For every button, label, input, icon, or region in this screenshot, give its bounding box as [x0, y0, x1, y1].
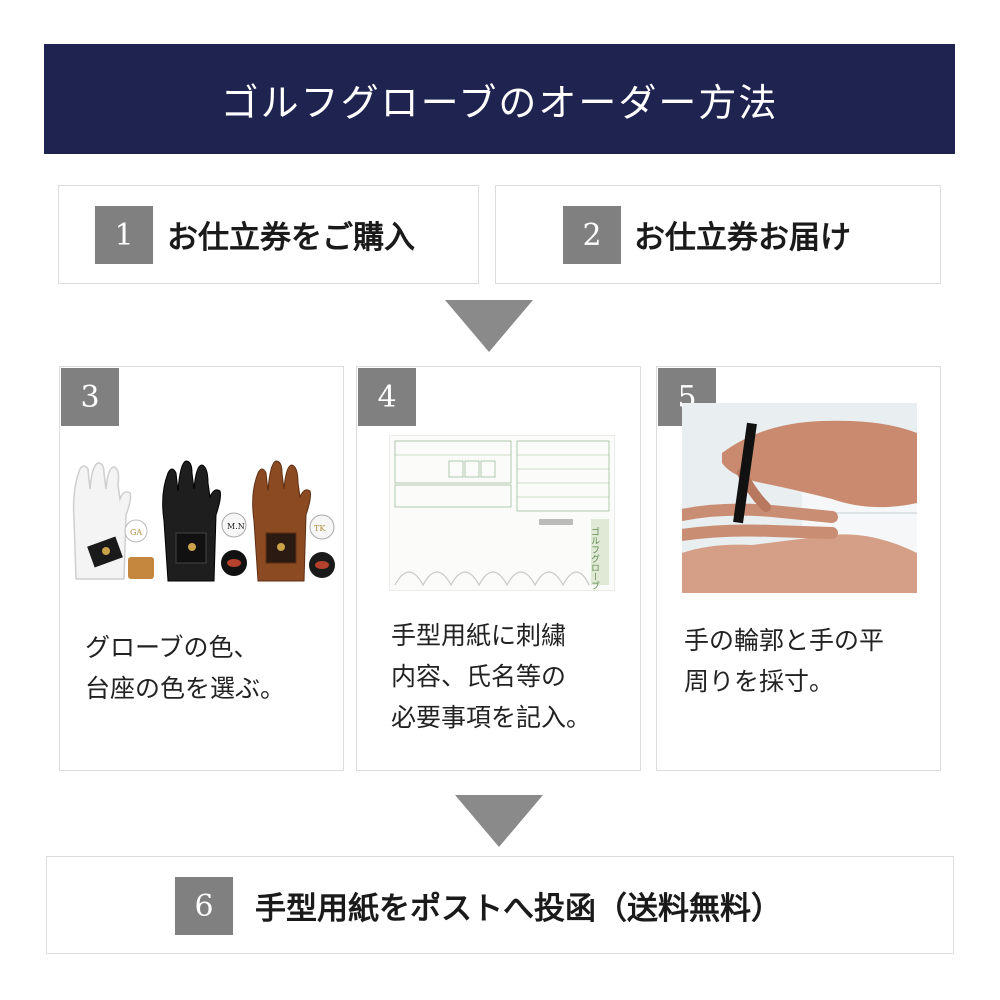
step-4-line-3: 必要事項を記入。 [391, 703, 592, 732]
step-5-box: 5 手の輪郭と手の平 周りを採寸。 [656, 366, 941, 771]
step-2-box: 2 お仕立券お届け [495, 185, 941, 284]
svg-text:TK: TK [314, 524, 326, 533]
hand-measuring-illustration [682, 403, 917, 593]
hand-form-sheet-illustration: ゴルフグローブお仕 [389, 435, 615, 591]
step-6-title: 手型用紙をポストへ投函（送料無料） [255, 891, 782, 927]
step-5-line-2: 周りを採寸。 [684, 667, 835, 696]
step-4-number: 4 [358, 368, 416, 426]
white-glove-icon: GA [72, 462, 154, 580]
step-1-box: 1 お仕立券をご購入 [58, 185, 479, 284]
step-3-number: 3 [61, 368, 119, 426]
step-4-description: 手型用紙に刺繍 内容、氏名等の 必要事項を記入。 [391, 615, 591, 738]
brown-glove-icon: TK [252, 460, 335, 582]
step-6-box: 6 手型用紙をポストへ投函（送料無料） [46, 856, 954, 954]
form-side-label: ゴルフグローブお仕 [589, 526, 600, 591]
step-4-box: 4 ゴルフグローブお仕 手型用紙に刺繍 内容、氏名等の 必要事項を記入。 [356, 366, 641, 771]
step-5-line-1: 手の輪郭と手の平 [684, 626, 885, 655]
step-4-line-2: 内容、氏名等の [391, 662, 567, 691]
step-1-title: お仕立券をご購入 [167, 220, 415, 256]
glove-colors-illustration: GA M.N TK [68, 459, 338, 591]
step-3-line-1: グローブの色、 [85, 633, 259, 662]
svg-text:GA: GA [130, 528, 142, 537]
step-1-number: 1 [95, 206, 153, 264]
step-2-number: 2 [563, 206, 621, 264]
page-title: ゴルフグローブのオーダー方法 [220, 80, 779, 125]
step-3-line-2: 台座の色を選ぶ。 [85, 674, 286, 703]
down-arrow-icon [445, 300, 533, 352]
step-6-number: 6 [175, 877, 233, 935]
step-3-description: グローブの色、 台座の色を選ぶ。 [85, 627, 285, 709]
down-arrow-icon [455, 795, 543, 847]
step-5-description: 手の輪郭と手の平 周りを採寸。 [684, 620, 884, 702]
black-glove-icon: M.N [162, 460, 247, 582]
step-3-box: 3 GA M.N [59, 366, 344, 771]
svg-text:M.N: M.N [227, 522, 245, 531]
page-header: ゴルフグローブのオーダー方法 [44, 44, 955, 154]
step-4-line-1: 手型用紙に刺繍 [391, 621, 567, 650]
step-2-title: お仕立券お届け [634, 220, 851, 256]
